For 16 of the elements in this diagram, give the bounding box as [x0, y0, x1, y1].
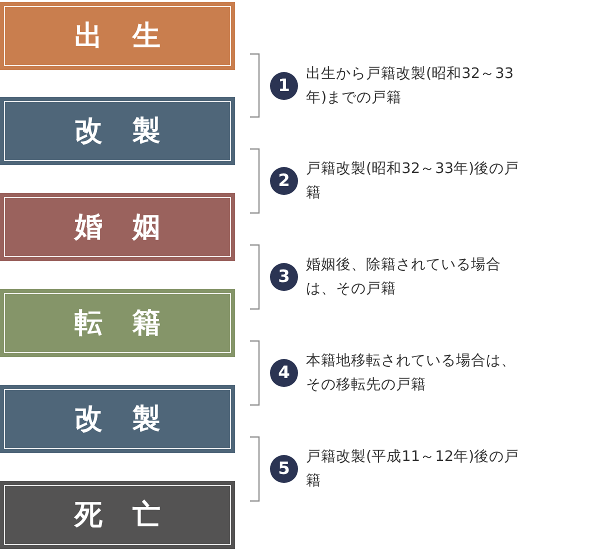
stage-box: 改製 [0, 97, 235, 165]
number-badge: 3 [270, 263, 298, 291]
description-text: 出生から戸籍改製(昭和32～33年)までの戸籍 [306, 64, 515, 108]
stage-box: 改製 [0, 385, 235, 453]
description-text: 戸籍改製(昭和32～33年)後の戸籍 [306, 160, 520, 203]
number-badge: 1 [270, 72, 298, 100]
number-badge: 2 [270, 167, 298, 195]
description-text: 本籍地移転されている場合は、その移転先の戸籍 [306, 352, 517, 395]
stage-box: 死亡 [0, 481, 235, 549]
stage-box: 婚姻 [0, 193, 235, 261]
stage-box: 転籍 [0, 289, 235, 357]
description-text: 戸籍改製(平成11～12年)後の戸籍 [306, 448, 520, 491]
stage-box: 出生 [0, 2, 235, 70]
number-badge: 5 [270, 455, 298, 483]
description-text: 婚姻後、除籍されている場合は、その戸籍 [306, 256, 502, 299]
number-badge: 4 [270, 359, 298, 387]
